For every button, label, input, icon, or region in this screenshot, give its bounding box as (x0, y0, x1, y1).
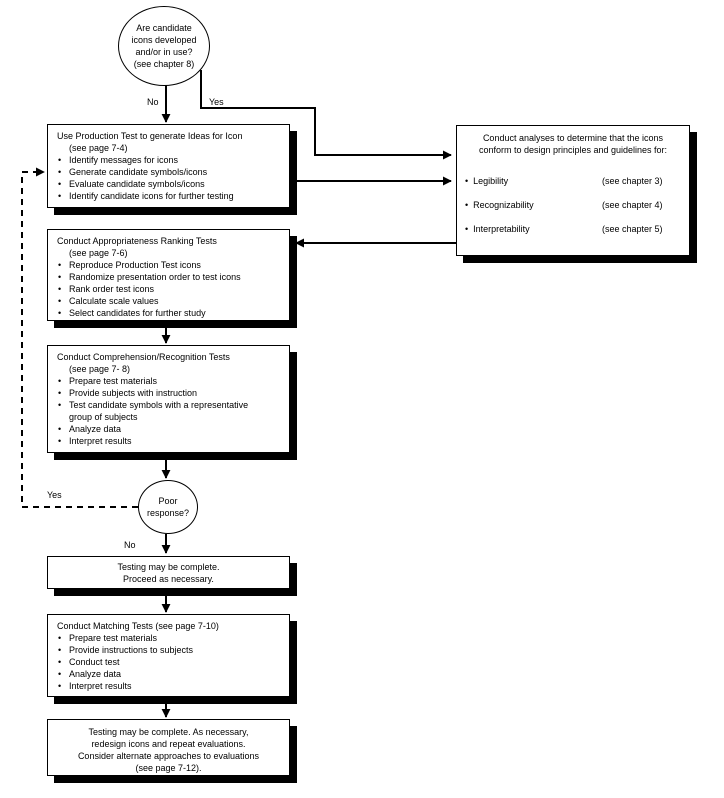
complete2-line-3: Consider alternate approaches to evaluat… (77, 751, 260, 761)
comprehension-title: Conduct Comprehension/Recognition Tests (57, 352, 230, 362)
criterion-interpretability: • Interpretability (465, 224, 530, 234)
matching-item: Interpret results (57, 680, 283, 692)
complete1-line-1: Testing may be complete. (117, 562, 220, 572)
production-title: Use Production Test to generate Ideas fo… (57, 131, 243, 141)
comprehension-item: Interpret results (57, 435, 257, 447)
arrow-decision1-yes (200, 70, 452, 160)
ranking-item: Select candidates for further study (57, 307, 283, 319)
comprehension-item: Prepare test materials (57, 375, 257, 387)
criterion-legibility-ref: (see chapter 3) (602, 176, 663, 186)
ranking-item: Randomize presentation order to test ico… (57, 271, 283, 283)
production-item: Identify candidate icons for further tes… (57, 190, 283, 202)
production-ref: (see page 7-4) (69, 143, 128, 153)
decision2-yes-label: Yes (47, 490, 62, 500)
criterion-interpretability-ref: (see chapter 5) (602, 224, 663, 234)
matching-item: Analyze data (57, 668, 283, 680)
comprehension-item: Analyze data (57, 423, 257, 435)
decision-icons-developed: Are candidate icons developed and/or in … (118, 6, 210, 86)
matching-item: Conduct test (57, 656, 283, 668)
complete2-line-1: Testing may be complete. As necessary, (88, 727, 249, 737)
matching-test-box: Conduct Matching Tests (see page 7-10) P… (47, 614, 290, 697)
production-item: Evaluate candidate symbols/icons (57, 178, 283, 190)
analyses-box: Conduct analyses to determine that the i… (456, 125, 690, 256)
ranking-item: Calculate scale values (57, 295, 283, 307)
comprehension-item: Test candidate symbols with a representa… (57, 399, 257, 423)
matching-item: Provide instructions to subjects (57, 644, 283, 656)
criterion-recognizability-ref: (see chapter 4) (602, 200, 663, 210)
production-item: Generate candidate symbols/icons (57, 166, 283, 178)
ranking-item: Reproduce Production Test icons (57, 259, 283, 271)
decision1-line-4: (see chapter 8) (133, 59, 195, 69)
decision1-line-1: Are candidate (136, 23, 192, 33)
comprehension-items: Prepare test materials Provide subjects … (57, 375, 257, 447)
decision1-line-2: icons developed (131, 35, 197, 45)
ranking-ref: (see page 7-6) (69, 248, 128, 258)
arrow-decision2-yes-loop (21, 167, 138, 508)
ranking-title: Conduct Appropriateness Ranking Tests (57, 236, 217, 246)
testing-complete-box-2: Testing may be complete. As necessary, r… (47, 719, 290, 776)
matching-title: Conduct Matching Tests (see page 7-10) (57, 621, 219, 631)
analyses-line-1: Conduct analyses to determine that the i… (482, 133, 664, 143)
decision-poor-response: Poor response? (138, 480, 198, 534)
decision1-line-3: and/or in use? (135, 47, 193, 57)
decision1-no-label: No (147, 97, 159, 107)
ranking-items: Reproduce Production Test icons Randomiz… (57, 259, 283, 319)
criterion-name: Recognizability (473, 200, 534, 210)
criterion-recognizability: • Recognizability (465, 200, 534, 210)
comprehension-test-box: Conduct Comprehension/Recognition Tests … (47, 345, 290, 453)
production-test-box: Use Production Test to generate Ideas fo… (47, 124, 290, 208)
comprehension-ref: (see page 7- 8) (69, 364, 131, 374)
complete2-line-4: (see page 7-12). (135, 763, 202, 773)
criterion-name: Legibility (473, 176, 509, 186)
complete1-line-2: Proceed as necessary. (123, 574, 214, 584)
testing-complete-box-1: Testing may be complete. Proceed as nece… (47, 556, 290, 589)
production-items: Identify messages for icons Generate can… (57, 154, 283, 202)
criterion-name: Interpretability (473, 224, 530, 234)
comprehension-item: Provide subjects with instruction (57, 387, 257, 399)
complete2-line-2: redesign icons and repeat evaluations. (91, 739, 246, 749)
analyses-line-2: conform to design principles and guideli… (478, 145, 668, 155)
decision2-no-label: No (124, 540, 136, 550)
decision2-line-1: Poor (158, 496, 178, 506)
matching-item: Prepare test materials (57, 632, 283, 644)
matching-items: Prepare test materials Provide instructi… (57, 632, 283, 692)
ranking-test-box: Conduct Appropriateness Ranking Tests (s… (47, 229, 290, 321)
decision2-line-2: response? (146, 508, 190, 518)
production-item: Identify messages for icons (57, 154, 283, 166)
criterion-legibility: • Legibility (465, 176, 509, 186)
ranking-item: Rank order test icons (57, 283, 283, 295)
decision1-yes-label: Yes (209, 97, 224, 107)
